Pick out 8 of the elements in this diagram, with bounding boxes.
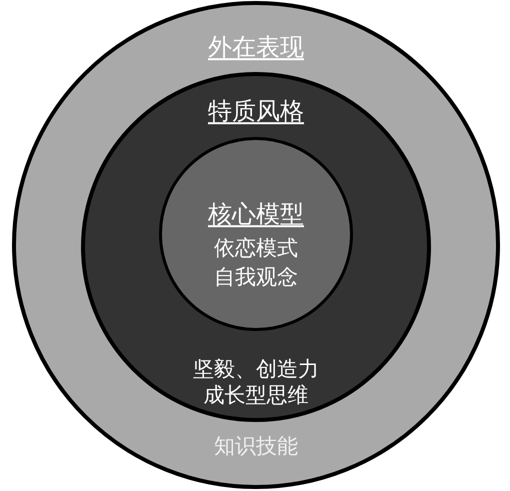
core-label: 自我观念 [214, 264, 298, 290]
circle-heading: 核心模型 [208, 202, 304, 230]
ring-heading: 特质风格 [208, 99, 304, 127]
ring-heading: 外在表现 [208, 35, 304, 63]
trait-label: 成长型思维 [204, 382, 308, 408]
trait-label: 坚毅、创造力 [193, 356, 319, 382]
core-label: 依恋模式 [214, 236, 298, 260]
ring-label: 知识技能 [214, 434, 298, 458]
